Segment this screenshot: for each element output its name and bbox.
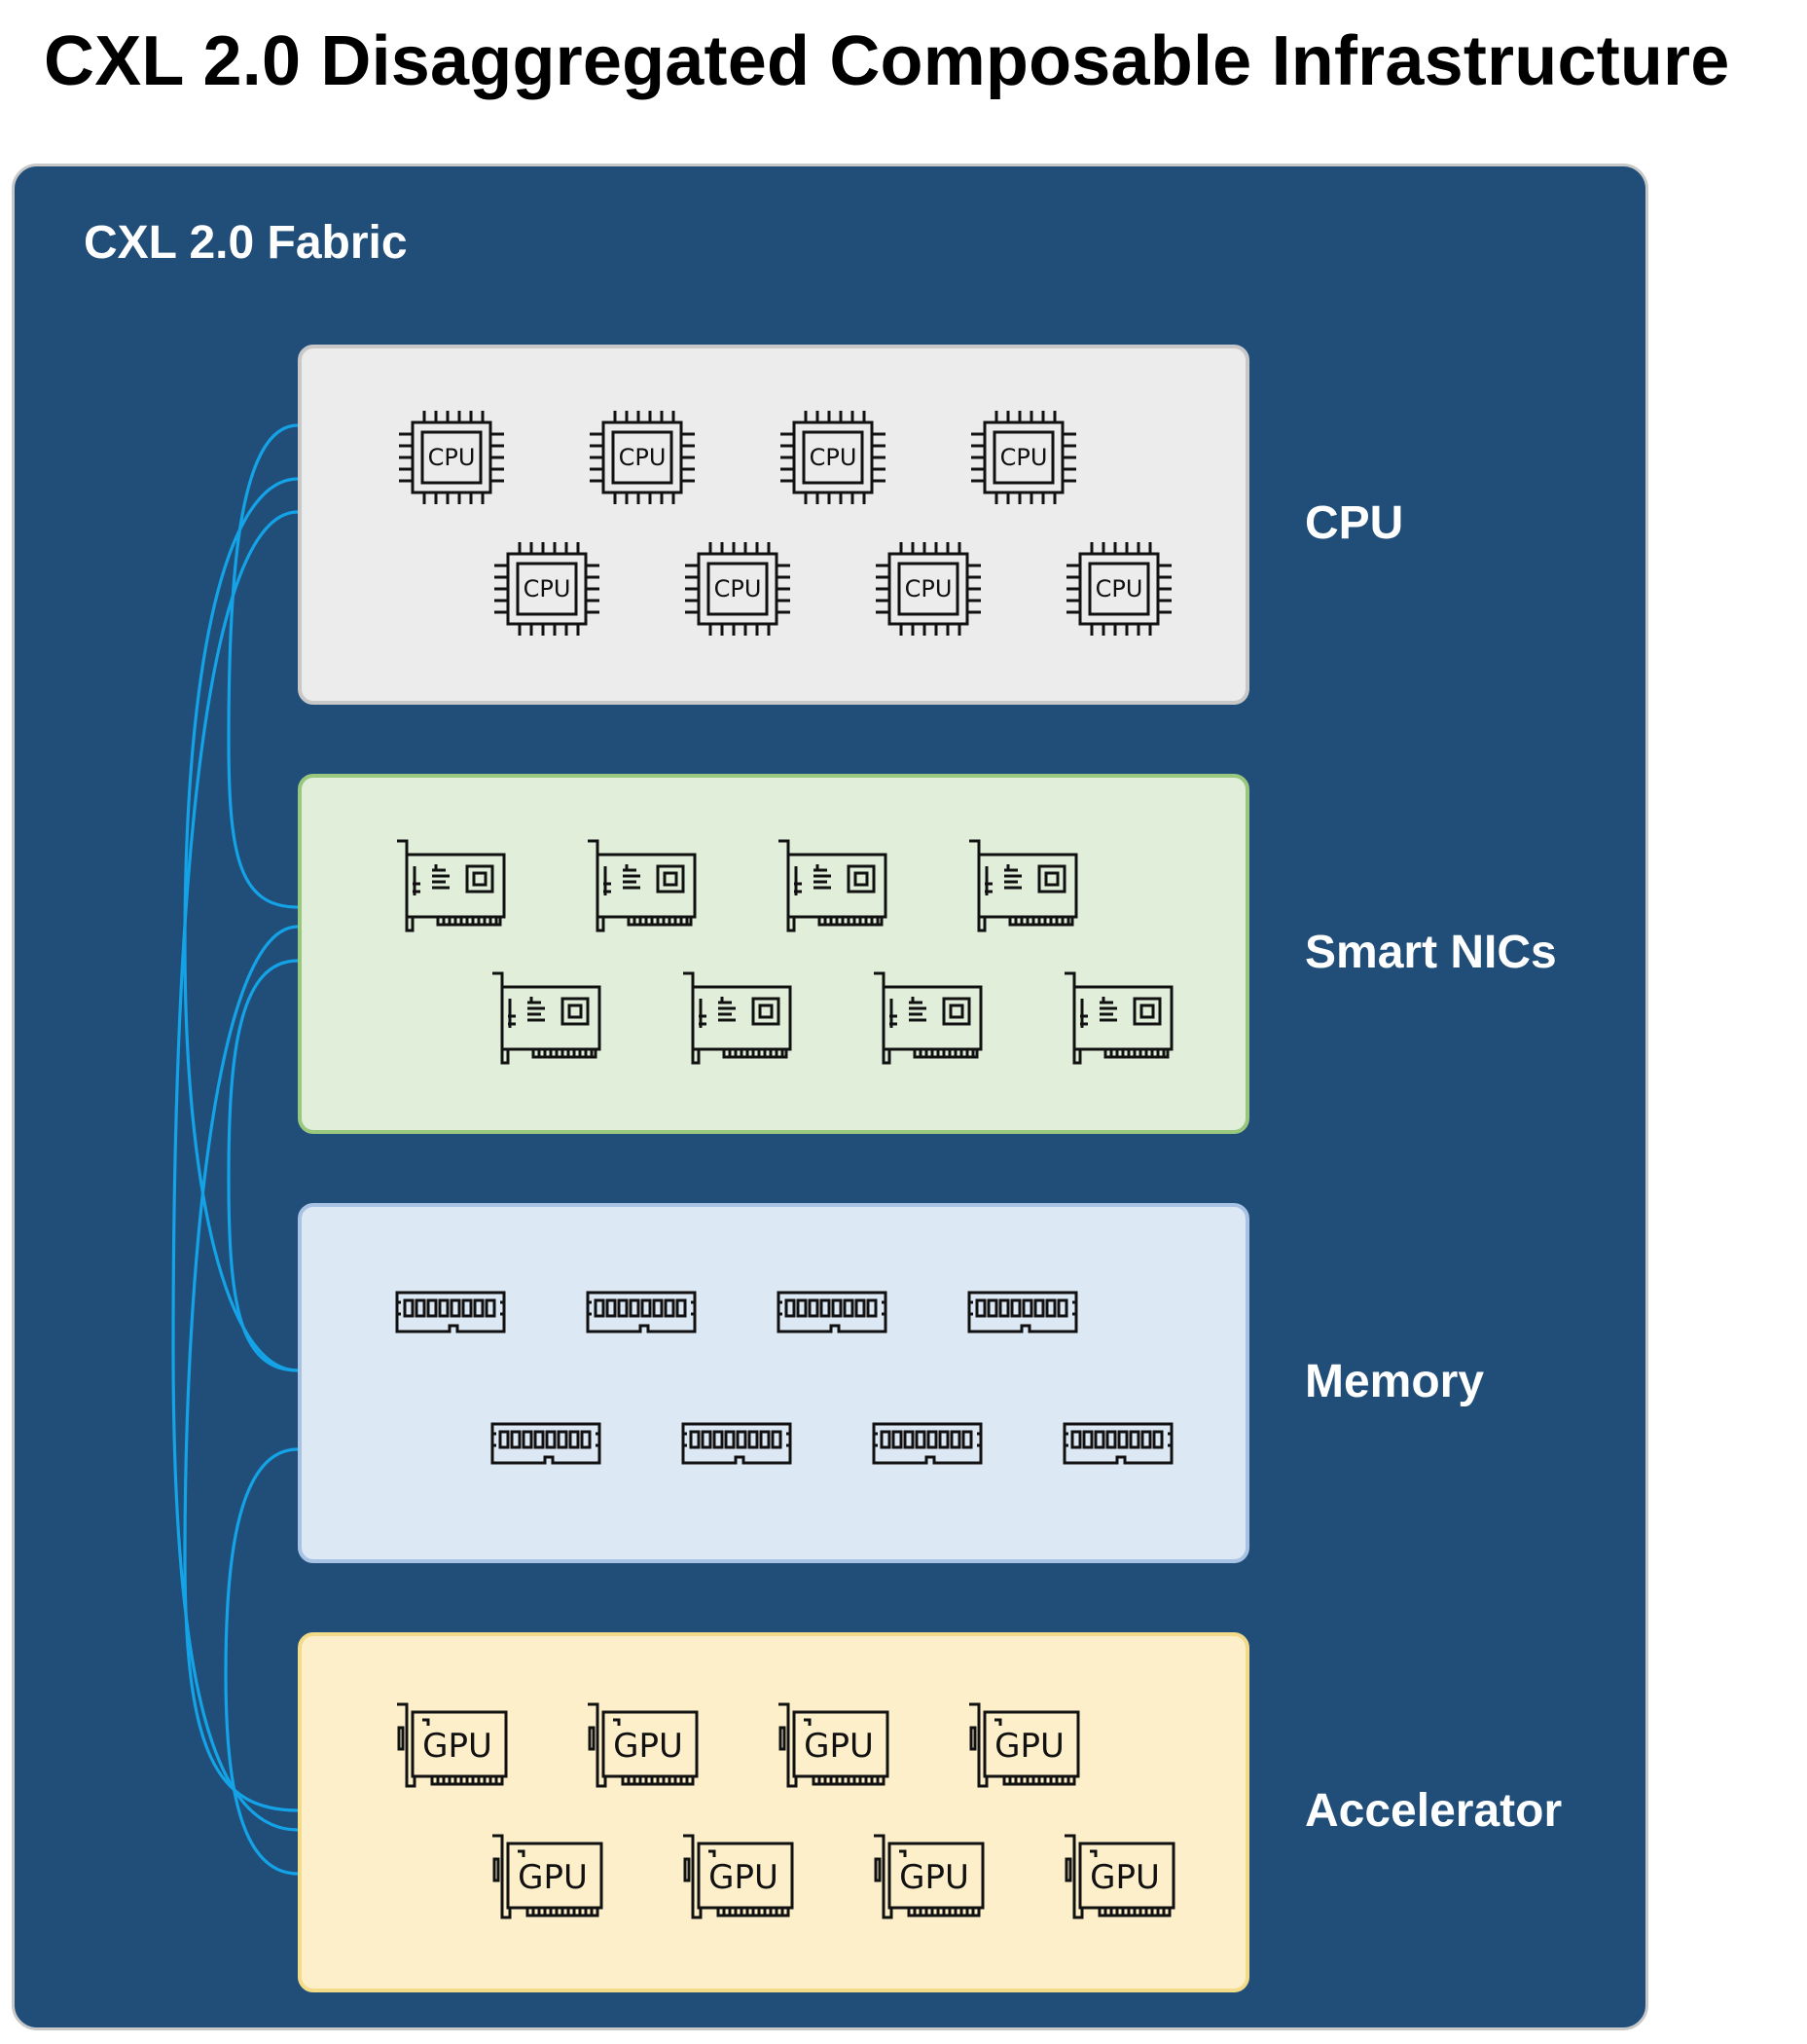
pool-cpu [298,345,1249,705]
memory-module-icon [870,1395,987,1492]
memory-module-icon [393,1263,510,1361]
network-card-icon [965,837,1082,934]
memory-module-icon [679,1395,796,1492]
cpu-icon: CPU [965,409,1082,506]
svg-text:CPU: CPU [1096,575,1143,602]
pool-accelerator [298,1632,1249,1992]
svg-text:CPU: CPU [428,444,476,471]
link-nic-memory [227,959,300,1372]
network-card-icon [775,837,891,934]
network-card-icon [1061,969,1177,1067]
svg-text:GPU: GPU [804,1727,874,1766]
link-cpu-nic [227,423,300,909]
svg-text:CPU: CPU [1000,444,1048,471]
fabric-label: CXL 2.0 Fabric [84,217,408,269]
memory-module-icon [488,1395,605,1492]
cpu-icon: CPU [584,409,701,506]
link-nic-accelerator [183,925,300,1812]
cpu-icon: CPU [679,540,796,638]
network-card-icon [679,969,796,1067]
svg-text:GPU: GPU [613,1727,683,1766]
svg-text:GPU: GPU [994,1727,1065,1766]
pool-label-accelerator: Accelerator [1305,1785,1563,1837]
memory-module-icon [775,1263,891,1361]
gpu-card-icon: GPU [1061,1830,1177,1927]
network-card-icon [393,837,510,934]
pool-label-smart-nics: Smart NICs [1305,927,1557,978]
svg-text:CPU: CPU [810,444,857,471]
pool-smart-nics [298,774,1249,1134]
svg-text:GPU: GPU [422,1727,492,1766]
svg-text:GPU: GPU [518,1858,588,1897]
gpu-card-icon: GPU [870,1830,987,1927]
svg-text:CPU: CPU [524,575,571,602]
svg-text:GPU: GPU [899,1858,969,1897]
cpu-icon: CPU [775,409,891,506]
svg-text:CPU: CPU [619,444,667,471]
diagram-title: CXL 2.0 Disaggregated Composable Infrast… [44,22,1730,100]
gpu-card-icon: GPU [679,1830,796,1927]
svg-text:CPU: CPU [714,575,762,602]
gpu-card-icon: GPU [965,1698,1082,1796]
link-memory-accelerator [224,1447,300,1876]
cpu-icon: CPU [488,540,605,638]
network-card-icon [870,969,987,1067]
gpu-card-icon: GPU [393,1698,510,1796]
link-cpu-accelerator [171,510,300,1832]
link-cpu-memory [183,477,300,1372]
pool-label-cpu: CPU [1305,497,1404,549]
network-card-icon [584,837,701,934]
cpu-icon: CPU [1061,540,1177,638]
memory-module-icon [1061,1395,1177,1492]
memory-module-icon [584,1263,701,1361]
gpu-card-icon: GPU [488,1830,605,1927]
memory-module-icon [965,1263,1082,1361]
svg-text:GPU: GPU [1090,1858,1160,1897]
cpu-icon: CPU [393,409,510,506]
gpu-card-icon: GPU [584,1698,701,1796]
pool-memory [298,1203,1249,1563]
network-card-icon [488,969,605,1067]
pool-label-memory: Memory [1305,1356,1485,1407]
svg-text:CPU: CPU [905,575,953,602]
gpu-card-icon: GPU [775,1698,891,1796]
svg-text:GPU: GPU [708,1858,778,1897]
cpu-icon: CPU [870,540,987,638]
